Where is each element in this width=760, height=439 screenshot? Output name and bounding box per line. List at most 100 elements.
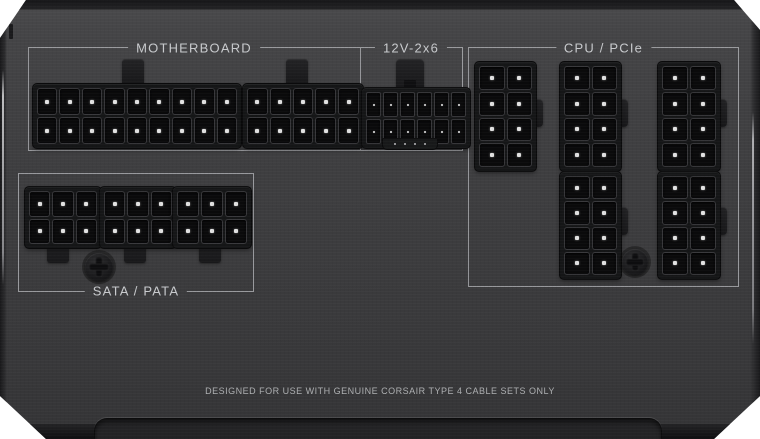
pin-cell (338, 117, 359, 144)
pin-cell (37, 117, 58, 144)
pin-cell (126, 117, 148, 144)
pin-dot (84, 201, 89, 206)
pin-cell (75, 218, 97, 244)
pin-dot (60, 229, 65, 234)
pin-cell (690, 176, 716, 200)
pin-dot (701, 261, 705, 266)
pin-dot (701, 153, 705, 158)
pin-cell (662, 201, 688, 225)
pin-cell (506, 143, 532, 167)
pin-dot (389, 130, 392, 133)
pin-dot (255, 128, 260, 133)
pin-dot (112, 201, 117, 206)
pin-cell (104, 88, 125, 115)
pin-cell (564, 201, 590, 225)
pin-dot (673, 185, 677, 190)
pin-dot (517, 127, 522, 132)
pin-dot (489, 101, 494, 106)
pin-dot (179, 99, 184, 104)
pin-dot (574, 261, 579, 266)
pin-dot (701, 210, 705, 215)
pin-cell (564, 143, 590, 167)
pin-cell (662, 143, 688, 167)
pin-cell (690, 91, 716, 116)
pin-cell (315, 88, 337, 115)
pin-cell (52, 191, 74, 217)
pin-dot (37, 201, 42, 206)
pin-dot (45, 128, 50, 133)
pin-cell (591, 66, 617, 90)
pin-dot (45, 99, 50, 104)
pin-dot (112, 229, 117, 234)
pin-cell (225, 218, 247, 244)
pin-cell (366, 92, 381, 117)
pin-dot (210, 229, 214, 234)
pin-dot (278, 128, 283, 133)
pin-cell (479, 91, 505, 116)
pin-dot (574, 153, 579, 158)
pin-cell (591, 176, 617, 200)
12v-2x6-sense-pins (383, 139, 437, 149)
pin-cell (506, 117, 532, 142)
pin-cell (247, 117, 268, 144)
pin-cell (177, 191, 199, 217)
pin-cell (417, 92, 432, 117)
pin-cell (269, 88, 291, 115)
pin-cell (591, 143, 617, 167)
pin-cell (149, 88, 170, 115)
pin-dot (673, 210, 677, 215)
chassis-top-bevel (0, 0, 760, 10)
pin-dot (37, 229, 42, 234)
cpu-pcie-section-box: CPU / PCIe (468, 40, 739, 287)
pin-cell (194, 88, 215, 115)
pin-cell (126, 88, 148, 115)
pin-dot (224, 128, 229, 133)
pin-dot (574, 101, 579, 106)
pin-cell (177, 218, 199, 244)
pin-dot (602, 210, 607, 215)
pin-cell (479, 143, 505, 167)
pin-dot (701, 75, 705, 80)
pin-dot (602, 185, 607, 190)
pin-cell (81, 88, 103, 115)
pin-cell (104, 191, 126, 217)
pin-dot (224, 99, 229, 104)
pin-dot (135, 229, 140, 234)
pin-dot (517, 75, 522, 80)
pin-cell (269, 117, 291, 144)
pin-cell (150, 191, 172, 217)
pin-cell (662, 91, 688, 116)
pin-cell (37, 88, 58, 115)
pin-cell (292, 117, 314, 144)
pin-dot (602, 236, 607, 241)
pin-cell (690, 66, 716, 90)
pin-dot (346, 128, 351, 133)
pin-dot (457, 130, 460, 133)
pin-dot (406, 103, 409, 106)
pin-cell (201, 218, 223, 244)
pin-cell (662, 251, 688, 275)
pin-dot (701, 127, 705, 132)
pin-cell (383, 92, 398, 117)
pin-dot (159, 229, 164, 234)
pin-cell (591, 201, 617, 225)
screw-icon (85, 253, 113, 281)
pin-dot (602, 75, 607, 80)
pin-dot (186, 229, 190, 234)
pin-dot (346, 99, 351, 104)
pin-dot (112, 128, 117, 133)
pin-dot (179, 128, 184, 133)
sata-pata-section-box: SATA / PATA (18, 173, 254, 299)
sata-pata-6pin-connector (173, 187, 251, 248)
pin-dot (210, 201, 214, 206)
pin-dot (489, 153, 494, 158)
pin-cell (81, 117, 103, 144)
pin-dot (701, 185, 705, 190)
pin-cell (75, 191, 97, 217)
pin-cell (479, 117, 505, 142)
pin-cell (149, 117, 170, 144)
pin-dot (157, 128, 162, 133)
pin-dot (134, 99, 139, 104)
pin-cell (315, 117, 337, 144)
pin-cell (662, 176, 688, 200)
